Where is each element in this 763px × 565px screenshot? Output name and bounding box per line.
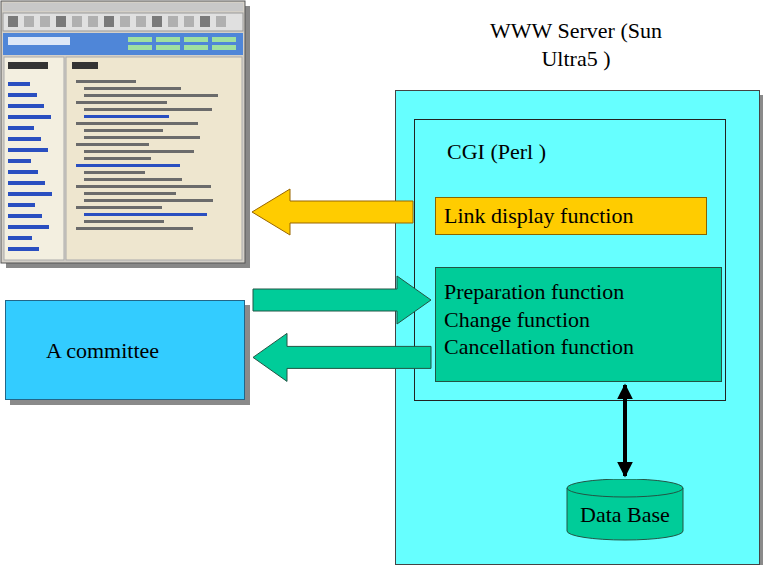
- header-link: [184, 37, 208, 42]
- content-line: [76, 185, 211, 188]
- tool-icon: [56, 16, 66, 27]
- content-line: [84, 150, 194, 153]
- index-link: [8, 159, 31, 163]
- tool-icon: [104, 16, 114, 27]
- browser-screenshot: [0, 0, 256, 272]
- content-line: [84, 199, 213, 202]
- content-line: [84, 87, 181, 90]
- tool-icon: [200, 16, 210, 27]
- index-link: [8, 137, 41, 141]
- cylinder-rim: [567, 488, 683, 497]
- node-label: CGI (Perl ): [447, 138, 546, 166]
- content-line: [84, 115, 169, 118]
- tool-icon: [24, 16, 34, 27]
- index-link: [8, 104, 44, 108]
- index-link: [8, 203, 35, 207]
- content-lines: [72, 62, 218, 230]
- header-link: [128, 45, 152, 50]
- content-line: [84, 178, 182, 181]
- index-link: [8, 126, 34, 130]
- tool-icon: [120, 16, 130, 27]
- index-link: [8, 181, 45, 185]
- index-link: [8, 82, 30, 86]
- content-line: [84, 129, 163, 132]
- server-heading: WWW Server (Sun Ultra5 ): [486, 17, 666, 72]
- content-line: [76, 122, 198, 125]
- browser-frame: [1, 1, 245, 263]
- content-line: [84, 94, 218, 97]
- content-line: [76, 206, 162, 209]
- node-label: Preparation function: [444, 278, 624, 306]
- index-heading: [8, 62, 48, 69]
- content-pane: [66, 57, 242, 260]
- request-arrow: [253, 276, 431, 324]
- tool-icon: [184, 16, 194, 27]
- header-link: [128, 37, 152, 42]
- node-label: A committee: [46, 337, 159, 365]
- tool-icon: [40, 16, 50, 27]
- node-label: Data Base: [580, 501, 670, 529]
- actor-box: A committee: [5, 300, 245, 400]
- content-line: [76, 80, 136, 83]
- server-box: WWW Server (Sun Ultra5 )CGI (Perl )Link …: [395, 90, 760, 565]
- index-links: [8, 62, 52, 251]
- function-box: Preparation functionChange functionCance…: [435, 267, 722, 382]
- header-link: [156, 45, 180, 50]
- header-links: [128, 37, 236, 50]
- content-line: [84, 213, 207, 216]
- content-line: [76, 227, 193, 230]
- content-line: [84, 171, 145, 174]
- tool-icon: [136, 16, 146, 27]
- node-label: Cancellation function: [444, 333, 634, 361]
- index-link: [8, 170, 38, 174]
- index-link: [8, 115, 51, 119]
- index-link: [8, 192, 52, 196]
- tool-bar: [3, 13, 243, 31]
- function-box: Link display function: [435, 197, 707, 235]
- header-link: [212, 45, 236, 50]
- response-arrow: [253, 333, 431, 381]
- content-line: [84, 136, 200, 139]
- header-link: [156, 37, 180, 42]
- content-line: [84, 192, 176, 195]
- header-link: [184, 45, 208, 50]
- tool-icon: [216, 16, 226, 27]
- tool-icon: [72, 16, 82, 27]
- content-line: [84, 157, 151, 160]
- index-link: [8, 93, 37, 97]
- tool-icon: [152, 16, 162, 27]
- tool-icons: [8, 16, 226, 27]
- index-link: [8, 214, 42, 218]
- content-line: [76, 143, 149, 146]
- content-line: [76, 101, 167, 104]
- tool-icon: [168, 16, 178, 27]
- node-label: Link display function: [444, 202, 633, 230]
- header-link: [212, 37, 236, 42]
- content-line: [84, 108, 212, 111]
- index-link: [8, 225, 49, 229]
- database-cylinder: Data Base: [566, 479, 684, 541]
- index-link: [8, 236, 32, 240]
- content-line: [76, 164, 180, 167]
- cylinder-body: [567, 479, 683, 540]
- display-arrow: [252, 189, 413, 235]
- menu-bar: [3, 3, 243, 11]
- node-label: Change function: [444, 306, 590, 334]
- cgi-box: CGI (Perl ) Link display functionPreparat…: [414, 119, 726, 401]
- database-link: [623, 385, 627, 476]
- tool-icon: [8, 16, 18, 27]
- index-pane: [4, 57, 64, 260]
- header-title: [8, 37, 70, 45]
- content-line: [84, 220, 164, 223]
- index-link: [8, 148, 48, 152]
- index-link: [8, 247, 39, 251]
- tool-icon: [88, 16, 98, 27]
- content-heading: [72, 62, 98, 69]
- page-header: [3, 33, 243, 55]
